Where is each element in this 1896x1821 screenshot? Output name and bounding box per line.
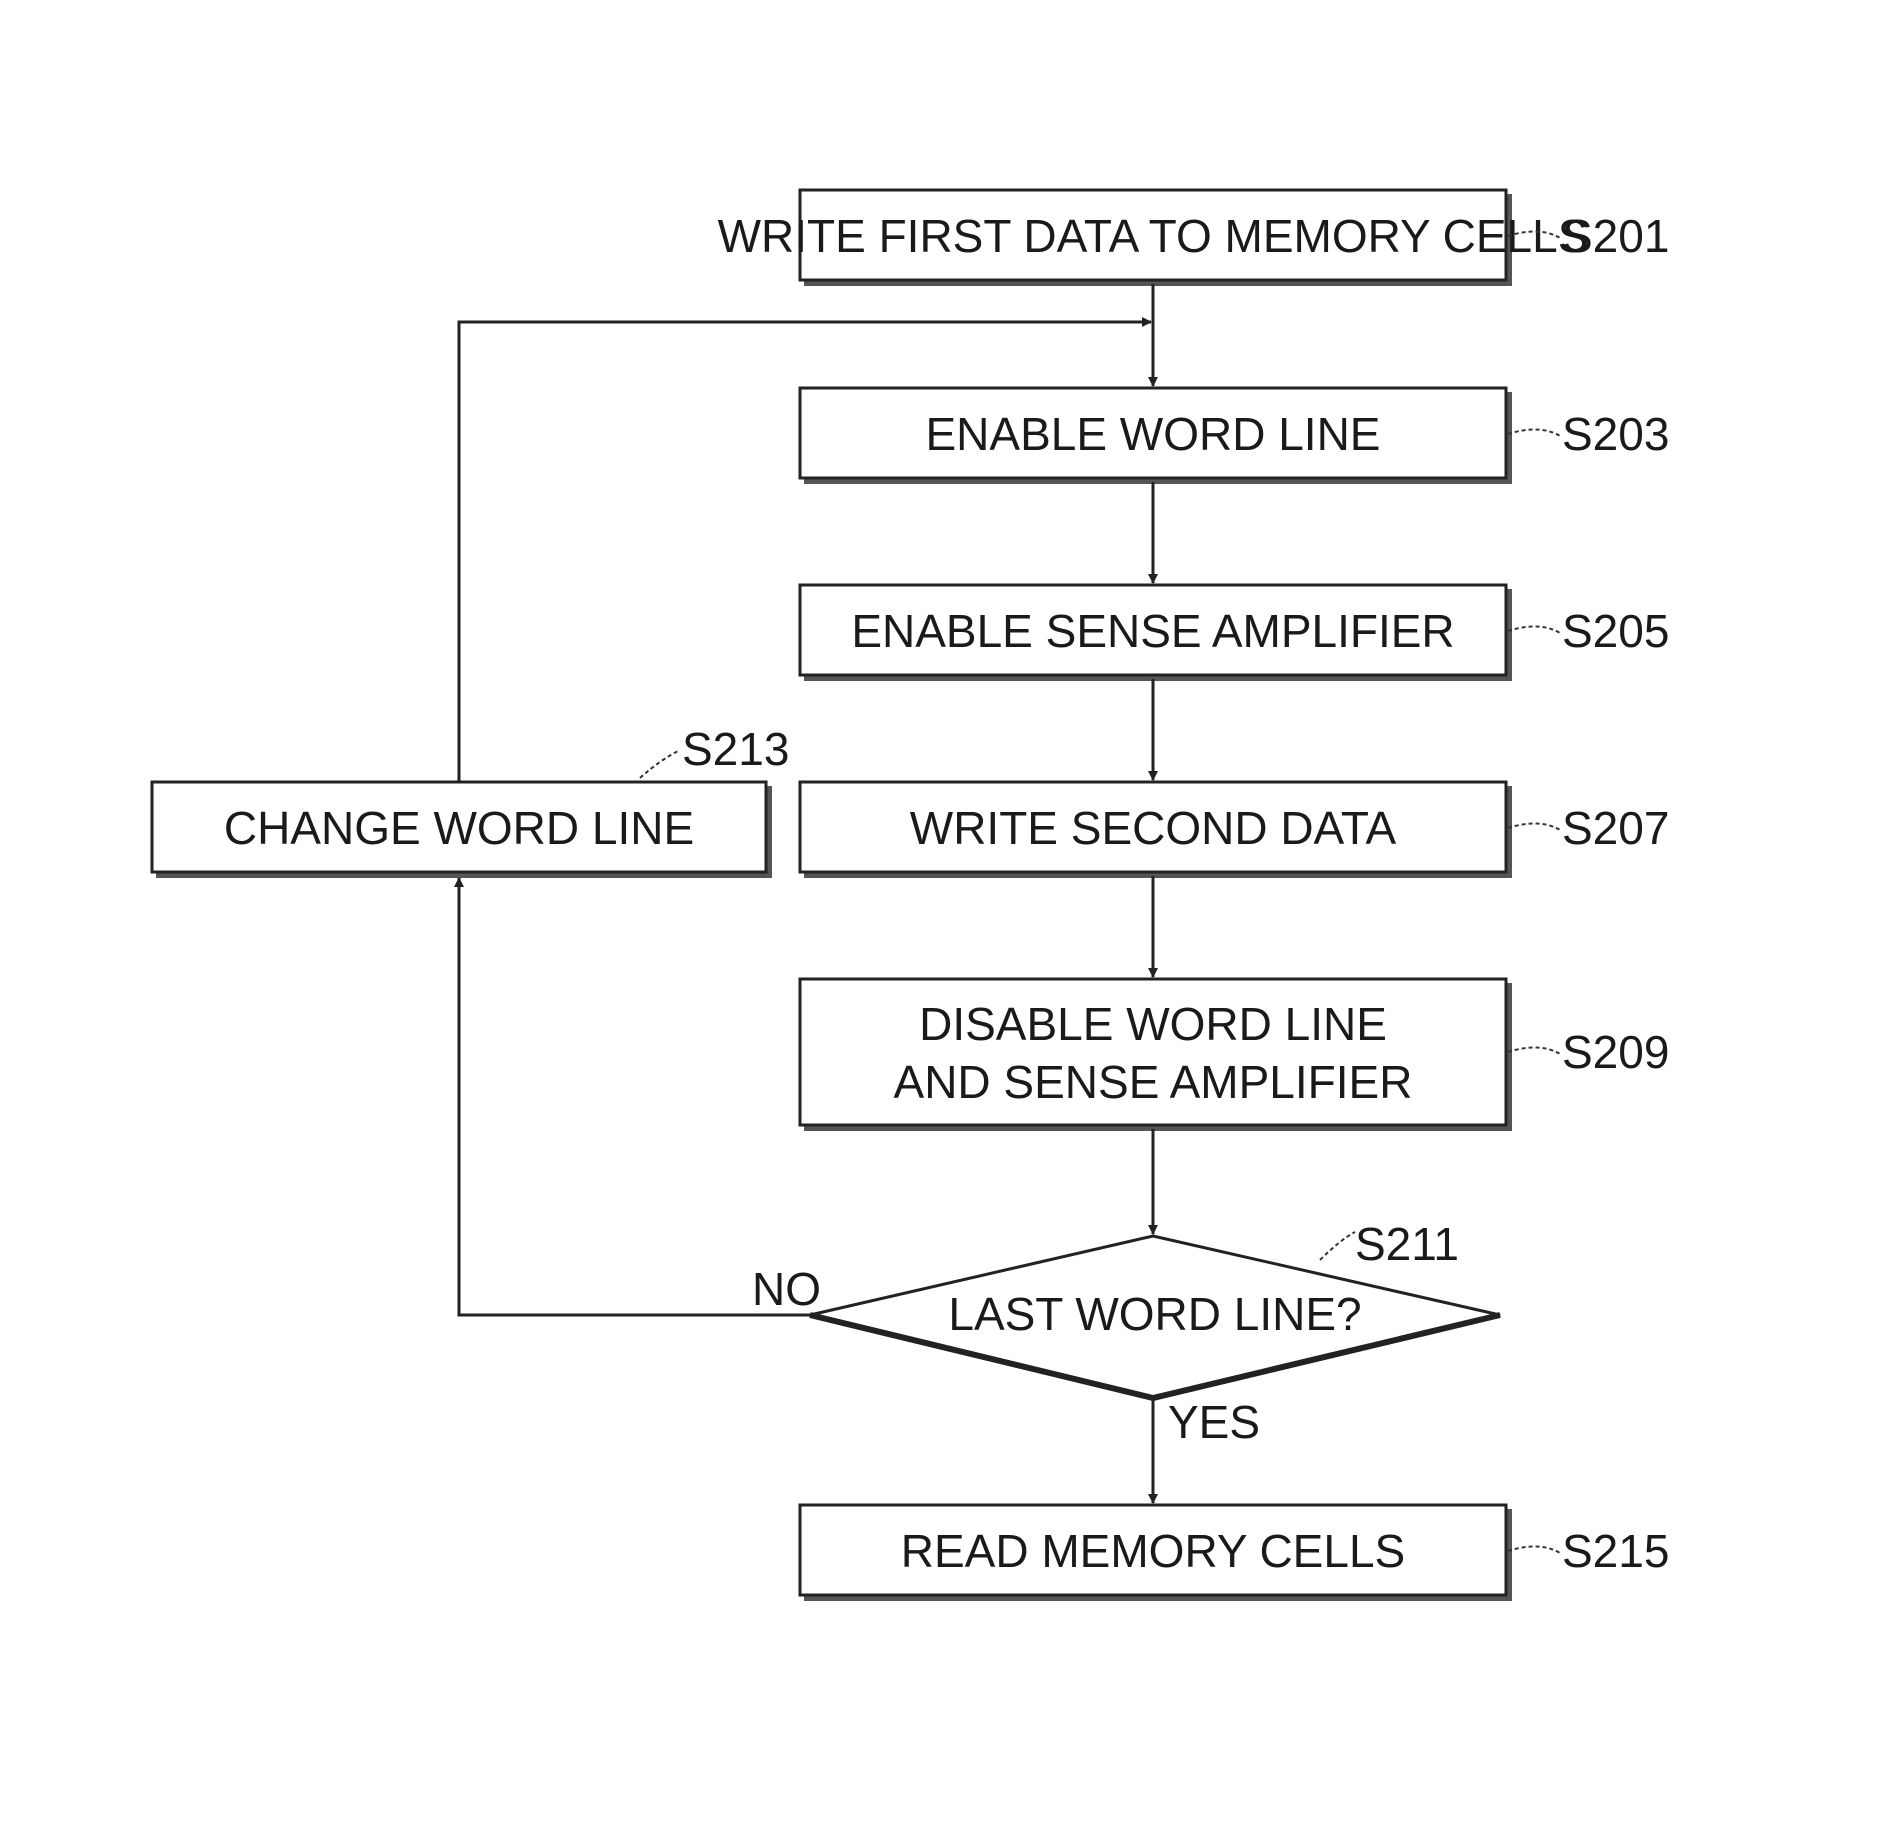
s205-leader-line xyxy=(1508,626,1560,633)
step-s201: WRITE FIRST DATA TO MEMORY CELLS xyxy=(718,190,1589,286)
s203-leader-line xyxy=(1508,429,1560,436)
s209-leader-line xyxy=(1508,1047,1560,1054)
s213-leader-line xyxy=(640,750,680,778)
step-s213: CHANGE WORD LINE xyxy=(152,782,772,878)
s207-leader-line xyxy=(1508,823,1560,830)
s215-leader-line xyxy=(1508,1546,1560,1553)
step-s209: DISABLE WORD LINE AND SENSE AMPLIFIER xyxy=(800,979,1512,1131)
s211-leader-line xyxy=(1320,1232,1355,1260)
step-s205-ref: S205 xyxy=(1562,605,1669,657)
step-s207-label: WRITE SECOND DATA xyxy=(910,802,1397,854)
step-s215-ref: S215 xyxy=(1562,1525,1669,1577)
decision-s211-ref: S211 xyxy=(1355,1218,1459,1270)
arrow-s211-no-to-s213 xyxy=(459,878,810,1315)
step-s209-label-line1: DISABLE WORD LINE xyxy=(919,998,1387,1050)
step-s201-label: WRITE FIRST DATA TO MEMORY CELLS xyxy=(718,210,1589,262)
step-s207: WRITE SECOND DATA xyxy=(800,782,1512,878)
step-s213-ref: S213 xyxy=(682,723,789,775)
step-s213-label: CHANGE WORD LINE xyxy=(224,802,694,854)
branch-yes-label: YES xyxy=(1168,1396,1260,1448)
step-s203-label: ENABLE WORD LINE xyxy=(926,408,1381,460)
step-s203: ENABLE WORD LINE xyxy=(800,388,1512,484)
decision-s211-label: LAST WORD LINE? xyxy=(948,1288,1361,1340)
step-s209-ref: S209 xyxy=(1562,1026,1669,1078)
branch-no-label: NO xyxy=(752,1263,821,1315)
step-s215-label: READ MEMORY CELLS xyxy=(901,1525,1405,1577)
step-s207-ref: S207 xyxy=(1562,802,1669,854)
step-s201-ref: S201 xyxy=(1562,210,1669,262)
step-s215: READ MEMORY CELLS xyxy=(800,1505,1512,1601)
step-s203-ref: S203 xyxy=(1562,408,1669,460)
step-s205-label: ENABLE SENSE AMPLIFIER xyxy=(851,605,1454,657)
step-s209-label-line2: AND SENSE AMPLIFIER xyxy=(894,1056,1413,1108)
step-s205: ENABLE SENSE AMPLIFIER xyxy=(800,585,1512,681)
